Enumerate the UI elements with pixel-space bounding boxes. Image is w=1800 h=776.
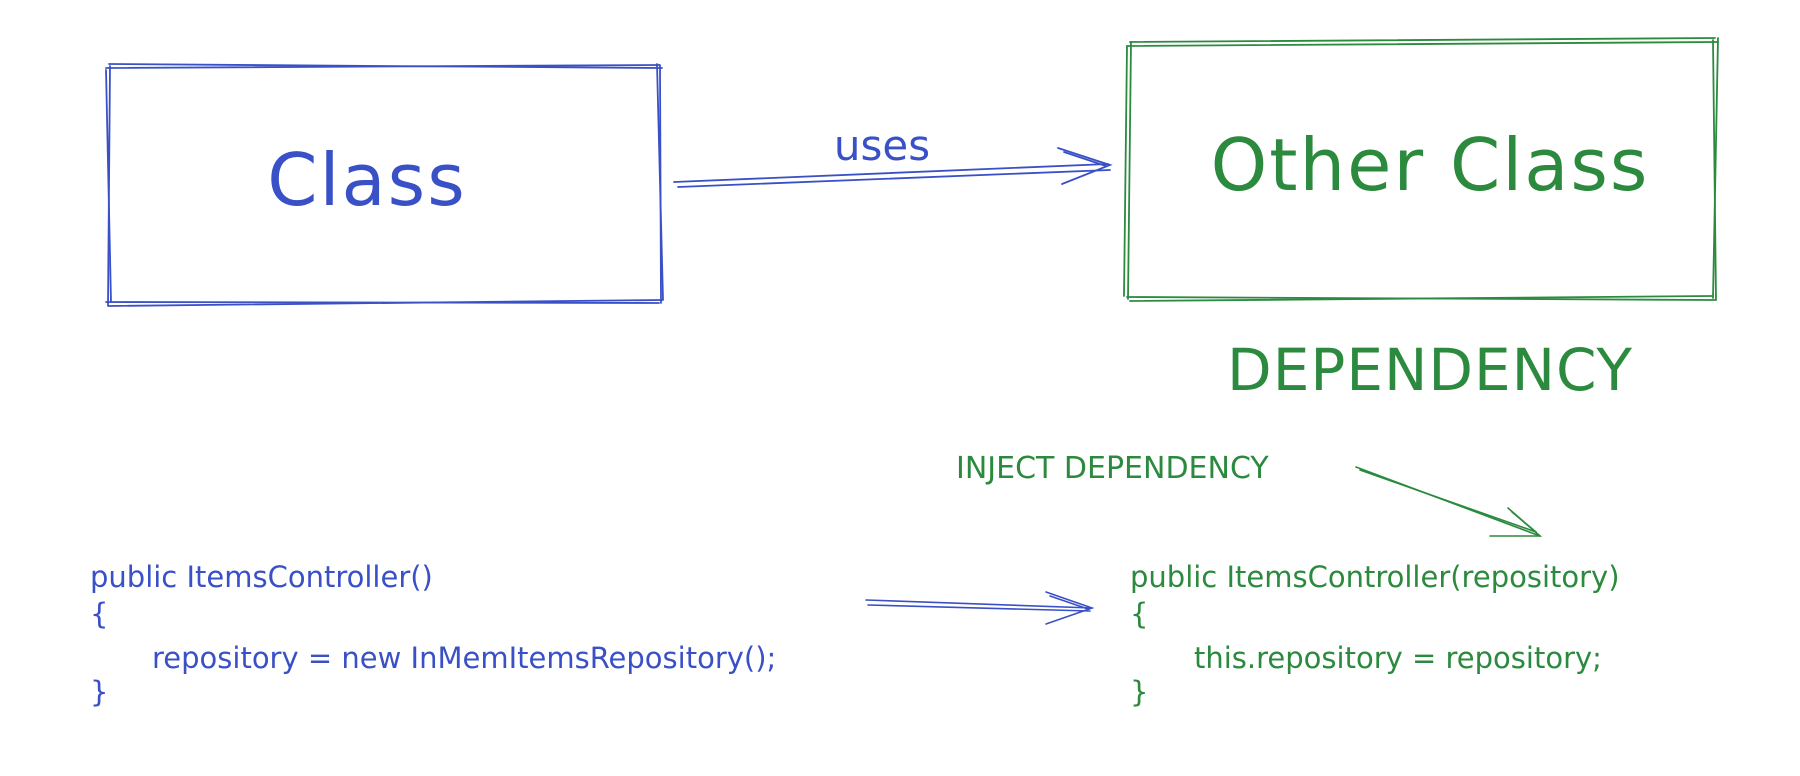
after-code-line-2: { — [1130, 597, 1148, 631]
after-code-line-3: this.repository = repository; — [1194, 641, 1602, 675]
uses-arrow — [673, 147, 1113, 188]
class-box — [105, 63, 664, 307]
after-code-block: public ItemsController(repository) { thi… — [1130, 560, 1620, 709]
after-code-line-1: public ItemsController(repository) — [1130, 560, 1620, 594]
other-class-box — [1123, 37, 1719, 302]
uses-label: uses — [834, 121, 930, 170]
after-code-line-4: } — [1130, 675, 1148, 709]
before-code-line-2: { — [90, 597, 108, 631]
before-code-line-3: repository = new InMemItemsRepository(); — [152, 641, 776, 675]
inject-dependency-label: INJECT DEPENDENCY — [956, 451, 1269, 486]
class-box-label: Class — [267, 138, 466, 222]
refactor-arrow — [865, 591, 1095, 625]
dependency-label: DEPENDENCY — [1227, 336, 1633, 404]
before-code-block: public ItemsController() { repository = … — [90, 560, 776, 709]
before-code-line-4: } — [90, 675, 108, 709]
other-class-box-label: Other Class — [1211, 123, 1650, 207]
before-code-line-1: public ItemsController() — [90, 560, 433, 594]
inject-arrow — [1355, 466, 1543, 537]
